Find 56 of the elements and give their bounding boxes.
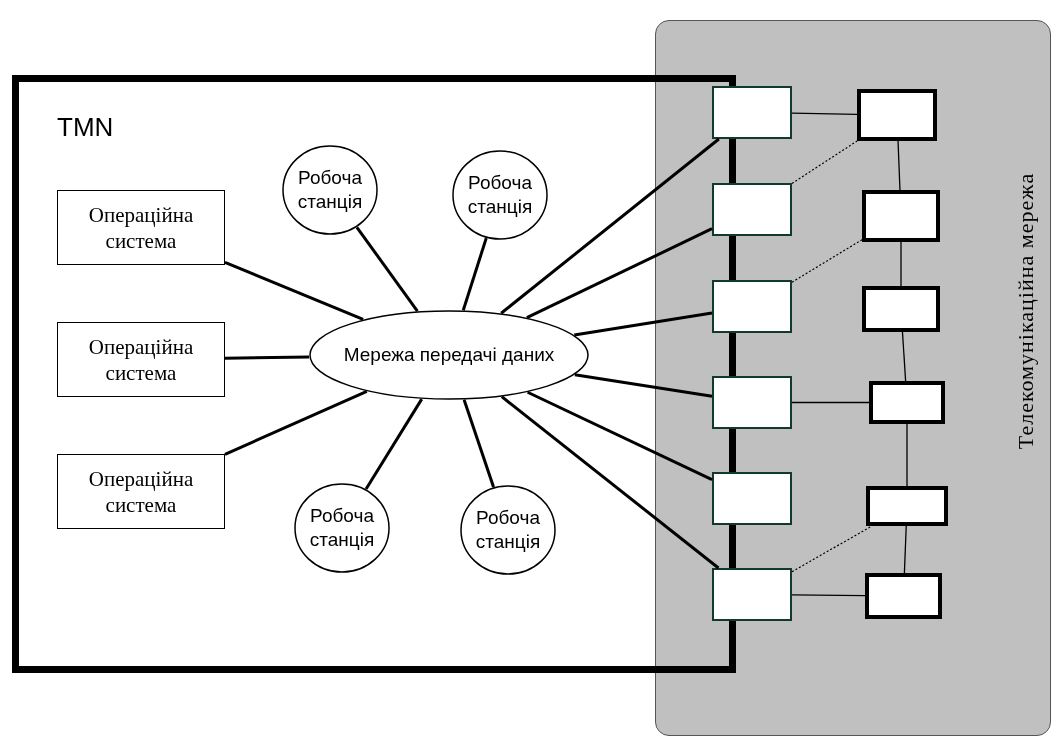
connector-line xyxy=(791,401,870,404)
network-ellipse xyxy=(309,310,589,400)
node-label: Операційна система xyxy=(87,333,195,386)
connector-line xyxy=(574,373,713,398)
connector-line xyxy=(791,140,858,185)
node-label: Операційна система xyxy=(87,465,195,518)
process-box xyxy=(57,190,225,265)
connector-line xyxy=(461,237,488,311)
connector-line xyxy=(791,525,873,573)
connector-line xyxy=(355,226,419,313)
frame-title: TMN xyxy=(57,112,114,143)
node-label: Робоча станція xyxy=(296,166,364,214)
workstation-ellipse xyxy=(294,483,390,573)
panel-title: Телекомунікаційна мережа xyxy=(1013,172,1039,450)
network-box xyxy=(862,286,940,332)
element-box xyxy=(712,376,792,429)
connector-line xyxy=(897,140,901,191)
network-panel xyxy=(655,20,1051,736)
element-box xyxy=(712,472,792,525)
network-box xyxy=(865,573,942,619)
connector-line xyxy=(526,390,713,481)
process-box xyxy=(57,322,225,397)
network-box xyxy=(866,486,948,526)
connector-line xyxy=(574,311,713,337)
connector-line xyxy=(791,594,866,597)
node-label: Операційна система xyxy=(87,201,195,254)
connector-line xyxy=(500,137,720,315)
element-box xyxy=(712,280,792,333)
connector-line xyxy=(500,395,720,570)
workstation-ellipse xyxy=(452,150,548,240)
connector-line xyxy=(364,398,423,490)
connector-line xyxy=(791,112,858,115)
network-box xyxy=(857,89,937,141)
process-box xyxy=(57,454,225,529)
network-box xyxy=(862,190,940,242)
network-box xyxy=(869,381,945,424)
connector-line xyxy=(462,399,495,488)
connector-line xyxy=(906,423,908,487)
connector-line xyxy=(224,260,364,321)
element-box xyxy=(712,86,792,139)
connector-line xyxy=(224,355,310,360)
connector-line xyxy=(526,227,713,319)
workstation-ellipse xyxy=(460,485,556,575)
node-label: Робоча станція xyxy=(474,506,542,554)
node-label: Робоча станція xyxy=(466,171,534,219)
connector-line xyxy=(224,390,368,456)
tmn-frame xyxy=(12,75,655,673)
workstation-ellipse xyxy=(282,145,378,235)
node-label: Робоча станція xyxy=(308,504,376,552)
connector-line xyxy=(903,525,907,574)
connector-line xyxy=(901,331,907,382)
element-box xyxy=(712,183,792,236)
connector-line xyxy=(900,241,902,287)
connector-line xyxy=(791,239,863,283)
node-label: Мережа передачі даних xyxy=(342,343,556,367)
element-box xyxy=(712,568,792,621)
